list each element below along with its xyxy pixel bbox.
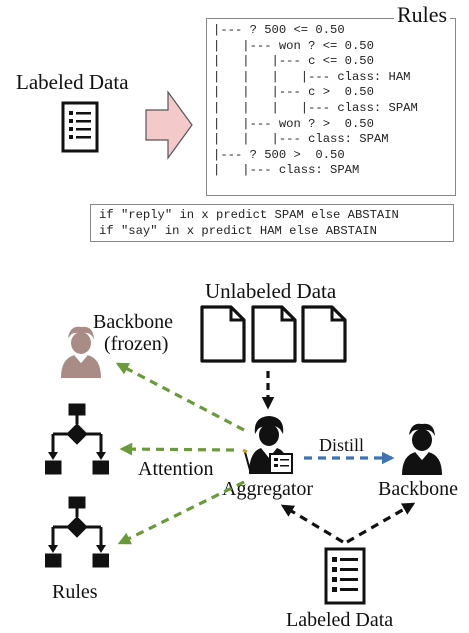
distill-label: Distill xyxy=(319,435,365,455)
labeling-function-line: if "reply" in x predict SPAM else ABSTAI… xyxy=(99,208,399,222)
document-list-icon xyxy=(61,101,99,153)
attention-arrow-frozen xyxy=(115,362,245,432)
frozen-label: (frozen) xyxy=(104,333,169,355)
rules-title: Rules xyxy=(394,2,451,28)
unlabeled-data-label: Unlabeled Data xyxy=(205,279,337,303)
labeled-to-backbone-arrow xyxy=(346,502,416,544)
top-labeled-data-label: Labeled Data xyxy=(16,70,129,94)
attention-label: Attention xyxy=(138,458,214,480)
big-right-arrow xyxy=(145,90,193,160)
backbone-frozen-label: Backbone xyxy=(93,311,173,333)
labeling-functions-box: if "reply" in x predict SPAM else ABSTAI… xyxy=(90,204,454,242)
aggregator-label: Aggregator xyxy=(222,478,314,500)
reader-person-icon xyxy=(242,416,293,475)
attention-arrow-rule1 xyxy=(119,442,235,456)
attention-arrow-rule2 xyxy=(117,480,245,545)
decision-tree-text: |--- ? 500 <= 0.50 | |--- won ? <= 0.50 … xyxy=(213,23,418,178)
decision-tree-box: |--- ? 500 <= 0.50 | |--- won ? <= 0.50 … xyxy=(206,18,456,196)
flowchart-icon xyxy=(45,403,109,475)
bottom-labeled-data-label: Labeled Data xyxy=(286,609,394,631)
document-list-icon xyxy=(324,547,366,605)
person-icon xyxy=(402,423,442,475)
document-icon xyxy=(200,305,246,363)
backbone-label: Backbone xyxy=(378,478,458,500)
labeled-to-aggregator-arrow xyxy=(280,504,344,544)
document-icon xyxy=(301,305,347,363)
rules-label: Rules xyxy=(52,581,98,603)
document-icon xyxy=(251,305,297,363)
labeling-function-line: if "say" in x predict HAM else ABSTAIN xyxy=(99,224,377,238)
person-frozen-icon xyxy=(61,326,101,378)
flowchart-icon xyxy=(45,496,109,568)
